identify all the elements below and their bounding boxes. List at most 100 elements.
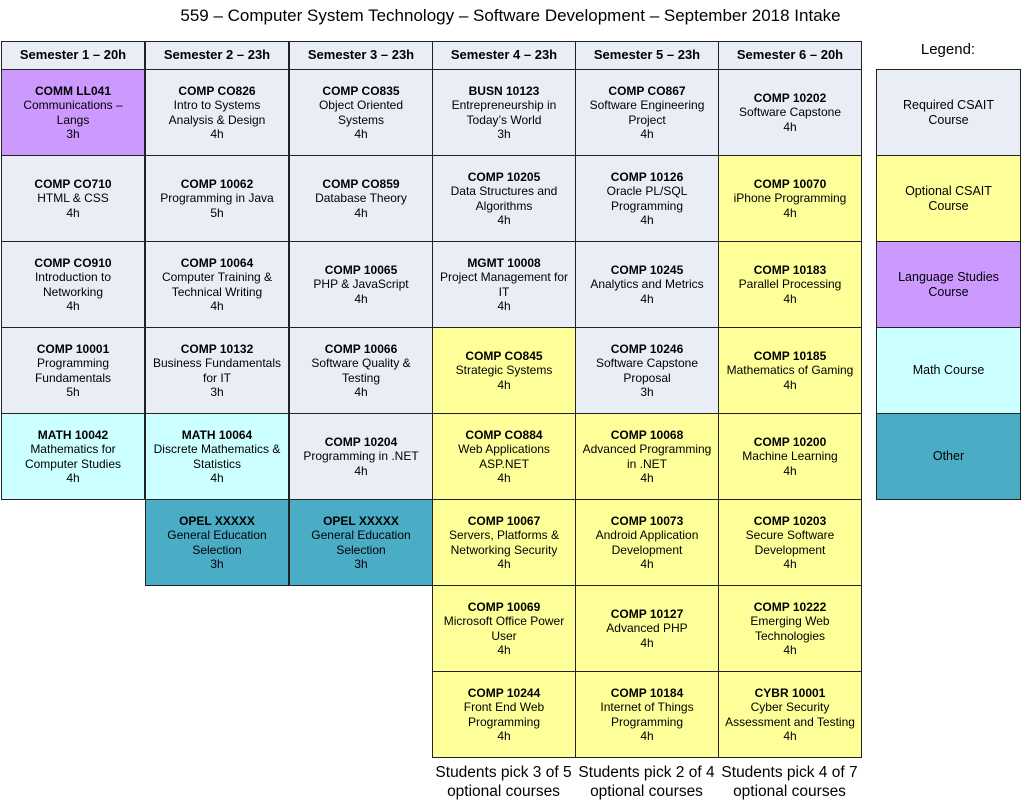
course-code: MATH 10064 bbox=[181, 427, 253, 442]
course-hours: 4h bbox=[210, 299, 224, 313]
course-hours: 4h bbox=[354, 205, 368, 220]
course-code: COMP CO835 bbox=[322, 83, 400, 98]
course-code: COMP 10073 bbox=[610, 513, 684, 528]
course-code: MGMT 10008 bbox=[467, 255, 541, 270]
course-hours: 4h bbox=[640, 729, 654, 743]
course-hours: 4h bbox=[66, 205, 80, 220]
course-title: Machine Learning bbox=[742, 449, 838, 464]
course-hours: 4h bbox=[783, 729, 797, 743]
course-title: Software Quality & Testing bbox=[311, 356, 411, 385]
course-code: COMP 10222 bbox=[753, 599, 827, 614]
course-code: COMM LL041 bbox=[34, 83, 111, 98]
course-hours: 4h bbox=[354, 291, 368, 306]
course-code: COMP 10001 bbox=[36, 341, 110, 356]
course-hours: 4h bbox=[497, 299, 511, 313]
course-hours: 4h bbox=[66, 299, 80, 313]
course-hours: 4h bbox=[640, 635, 654, 650]
course-title: Internet of Things Programming bbox=[600, 700, 694, 729]
course-title: Entrepreneurship in Today’s World bbox=[451, 98, 557, 127]
course-code: COMP 10064 bbox=[180, 255, 254, 270]
course-title: Oracle PL/SQL Programming bbox=[606, 184, 688, 213]
legend-item-required: Required CSAIT Course bbox=[876, 69, 1021, 156]
course-title: iPhone Programming bbox=[733, 191, 847, 206]
course-hours: 4h bbox=[210, 127, 224, 141]
course-title: Object Oriented Systems bbox=[318, 98, 404, 127]
course-code: COMP 10203 bbox=[753, 513, 827, 528]
course-code: COMP CO910 bbox=[34, 255, 112, 270]
course-title: Database Theory bbox=[315, 191, 407, 206]
legend-item-math: Math Course bbox=[876, 327, 1021, 414]
course-hours: 3h bbox=[640, 385, 654, 399]
course-hours: 4h bbox=[354, 463, 368, 478]
course-code: COMP 10067 bbox=[467, 513, 541, 528]
course-hours: 4h bbox=[783, 377, 797, 392]
course-title: Servers, Platforms & Networking Security bbox=[448, 528, 560, 557]
optional-note: Students pick 4 of 7 optional courses bbox=[721, 764, 858, 800]
course-title: Front End Web Programming bbox=[463, 700, 545, 729]
course-title: Analytics and Metrics bbox=[590, 277, 704, 292]
course-code: COMP CO867 bbox=[608, 83, 686, 98]
course-title: General Education Selection bbox=[311, 528, 411, 557]
semester-header: Semester 1 – 20h bbox=[1, 41, 145, 70]
course-code: COMP 10062 bbox=[180, 176, 254, 191]
course-title: Strategic Systems bbox=[455, 363, 553, 378]
course-title: Web Applications ASP.NET bbox=[458, 442, 550, 471]
course-title: Advanced PHP bbox=[606, 621, 688, 636]
course-hours: 4h bbox=[640, 471, 654, 485]
course-code: COMP CO710 bbox=[34, 176, 112, 191]
course-code: COMP 10184 bbox=[610, 685, 684, 700]
course-title: Software Capstone bbox=[738, 105, 842, 120]
course-title: HTML & CSS bbox=[37, 191, 109, 206]
course-code: COMP CO859 bbox=[322, 176, 400, 191]
course-title: Parallel Processing bbox=[738, 277, 842, 292]
course-title: Emerging Web Technologies bbox=[750, 614, 830, 643]
course-hours: 4h bbox=[640, 127, 654, 141]
course-code: OPEL XXXXX bbox=[323, 513, 399, 528]
course-code: COMP 10065 bbox=[324, 262, 398, 277]
course-title: Android Application Development bbox=[595, 528, 699, 557]
course-hours: 4h bbox=[640, 557, 654, 571]
course-code: COMP 10200 bbox=[753, 434, 827, 449]
optional-note: Students pick 2 of 4 optional courses bbox=[578, 764, 715, 800]
legend-item-optional: Optional CSAIT Course bbox=[876, 155, 1021, 242]
course-code: COMP CO884 bbox=[465, 427, 543, 442]
semester-header: Semester 6 – 20h bbox=[718, 41, 862, 70]
course-code: COMP 10066 bbox=[324, 341, 398, 356]
course-code: COMP 10183 bbox=[753, 262, 827, 277]
course-code: COMP 10126 bbox=[610, 169, 684, 184]
course-title: Microsoft Office Power User bbox=[443, 614, 565, 643]
course-code: COMP 10202 bbox=[753, 90, 827, 105]
course-title: Mathematics for Computer Studies bbox=[24, 442, 122, 471]
course-hours: 4h bbox=[783, 463, 797, 478]
course-code: COMP CO845 bbox=[465, 348, 543, 363]
course-title: General Education Selection bbox=[167, 528, 267, 557]
course-hours: 4h bbox=[354, 127, 368, 141]
course-title: Programming in .NET bbox=[303, 449, 419, 464]
course-hours: 4h bbox=[640, 213, 654, 227]
semester-header: Semester 3 – 23h bbox=[289, 41, 433, 70]
semester-header: Semester 5 – 23h bbox=[575, 41, 719, 70]
legend-title: Legend: bbox=[920, 41, 976, 58]
